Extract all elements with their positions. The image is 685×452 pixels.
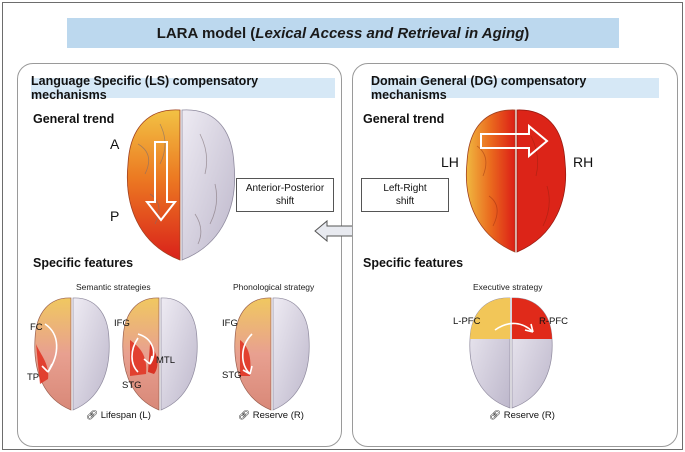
label-posterior: P — [110, 208, 120, 224]
title-prefix: LARA model ( — [156, 24, 256, 42]
reserve-text-ls: Reserve (R) — [252, 410, 304, 421]
label-rh: RH — [573, 154, 594, 170]
label-anterior: A — [110, 136, 120, 152]
brain-left-right — [465, 109, 567, 253]
link-icon: 🔗︎ — [238, 410, 251, 421]
reserve-caption-ls: 🔗︎ Reserve (R) — [238, 410, 304, 421]
ls-header: Language Specific (LS) compensatory mech… — [31, 74, 335, 102]
label-fc: FC — [30, 322, 43, 333]
reserve-text-dg: Reserve (R) — [503, 410, 555, 421]
title-suffix: ) — [524, 24, 530, 42]
lr-shift-line1: Left-Right — [383, 183, 427, 194]
executive-strategy-label: Executive strategy — [473, 282, 543, 292]
title-italic: Lexical Access and Retrieval in Aging — [255, 24, 525, 42]
label-l-pfc: L-PFC — [453, 316, 481, 327]
ls-panel: Language Specific (LS) compensatory mech… — [17, 63, 342, 447]
dg-header: Domain General (DG) compensatory mechani… — [371, 74, 659, 102]
lr-shift-box: Left-Right shift — [361, 178, 449, 212]
dg-specific-features: Specific features — [363, 256, 464, 270]
lifespan-caption: 🔗︎ Lifespan (L) — [86, 410, 151, 421]
brain-anterior-posterior — [126, 109, 236, 261]
ls-specific-features: Specific features — [33, 256, 134, 270]
brain-semantic-ifg-mtl — [122, 297, 198, 411]
ls-general-trend: General trend — [33, 112, 115, 126]
semantic-strategies-label: Semantic strategies — [76, 282, 151, 292]
ap-shift-line2: shift — [275, 196, 295, 207]
label-ifg-1: IFG — [114, 318, 130, 329]
label-stg-1: STG — [122, 380, 142, 391]
brain-semantic-fc-tp — [34, 297, 110, 411]
ap-shift-box: Anterior-Posterior shift — [236, 178, 334, 212]
dg-panel: Domain General (DG) compensatory mechani… — [352, 63, 678, 447]
brain-phonological-ifg-stg — [234, 297, 310, 411]
figure-title: LARA model (Lexical Access and Retrieval… — [67, 18, 619, 48]
label-tp: TP — [27, 372, 40, 383]
label-stg-2: STG — [222, 370, 242, 381]
link-icon: 🔗︎ — [489, 410, 502, 421]
brain-executive-pfc — [469, 297, 553, 409]
reserve-caption-dg: 🔗︎ Reserve (R) — [489, 410, 555, 421]
lifespan-text: Lifespan (L) — [100, 410, 151, 421]
phonological-strategy-label: Phonological strategy — [233, 282, 315, 292]
lr-shift-line2: shift — [395, 196, 415, 207]
dg-general-trend: General trend — [363, 112, 445, 126]
label-mtl: MTL — [156, 355, 175, 366]
link-icon: 🔗︎ — [86, 410, 99, 421]
label-r-pfc: R-PFC — [539, 316, 569, 327]
ap-shift-line1: Anterior-Posterior — [245, 183, 325, 194]
label-ifg-2: IFG — [222, 318, 238, 329]
label-lh: LH — [441, 154, 459, 170]
